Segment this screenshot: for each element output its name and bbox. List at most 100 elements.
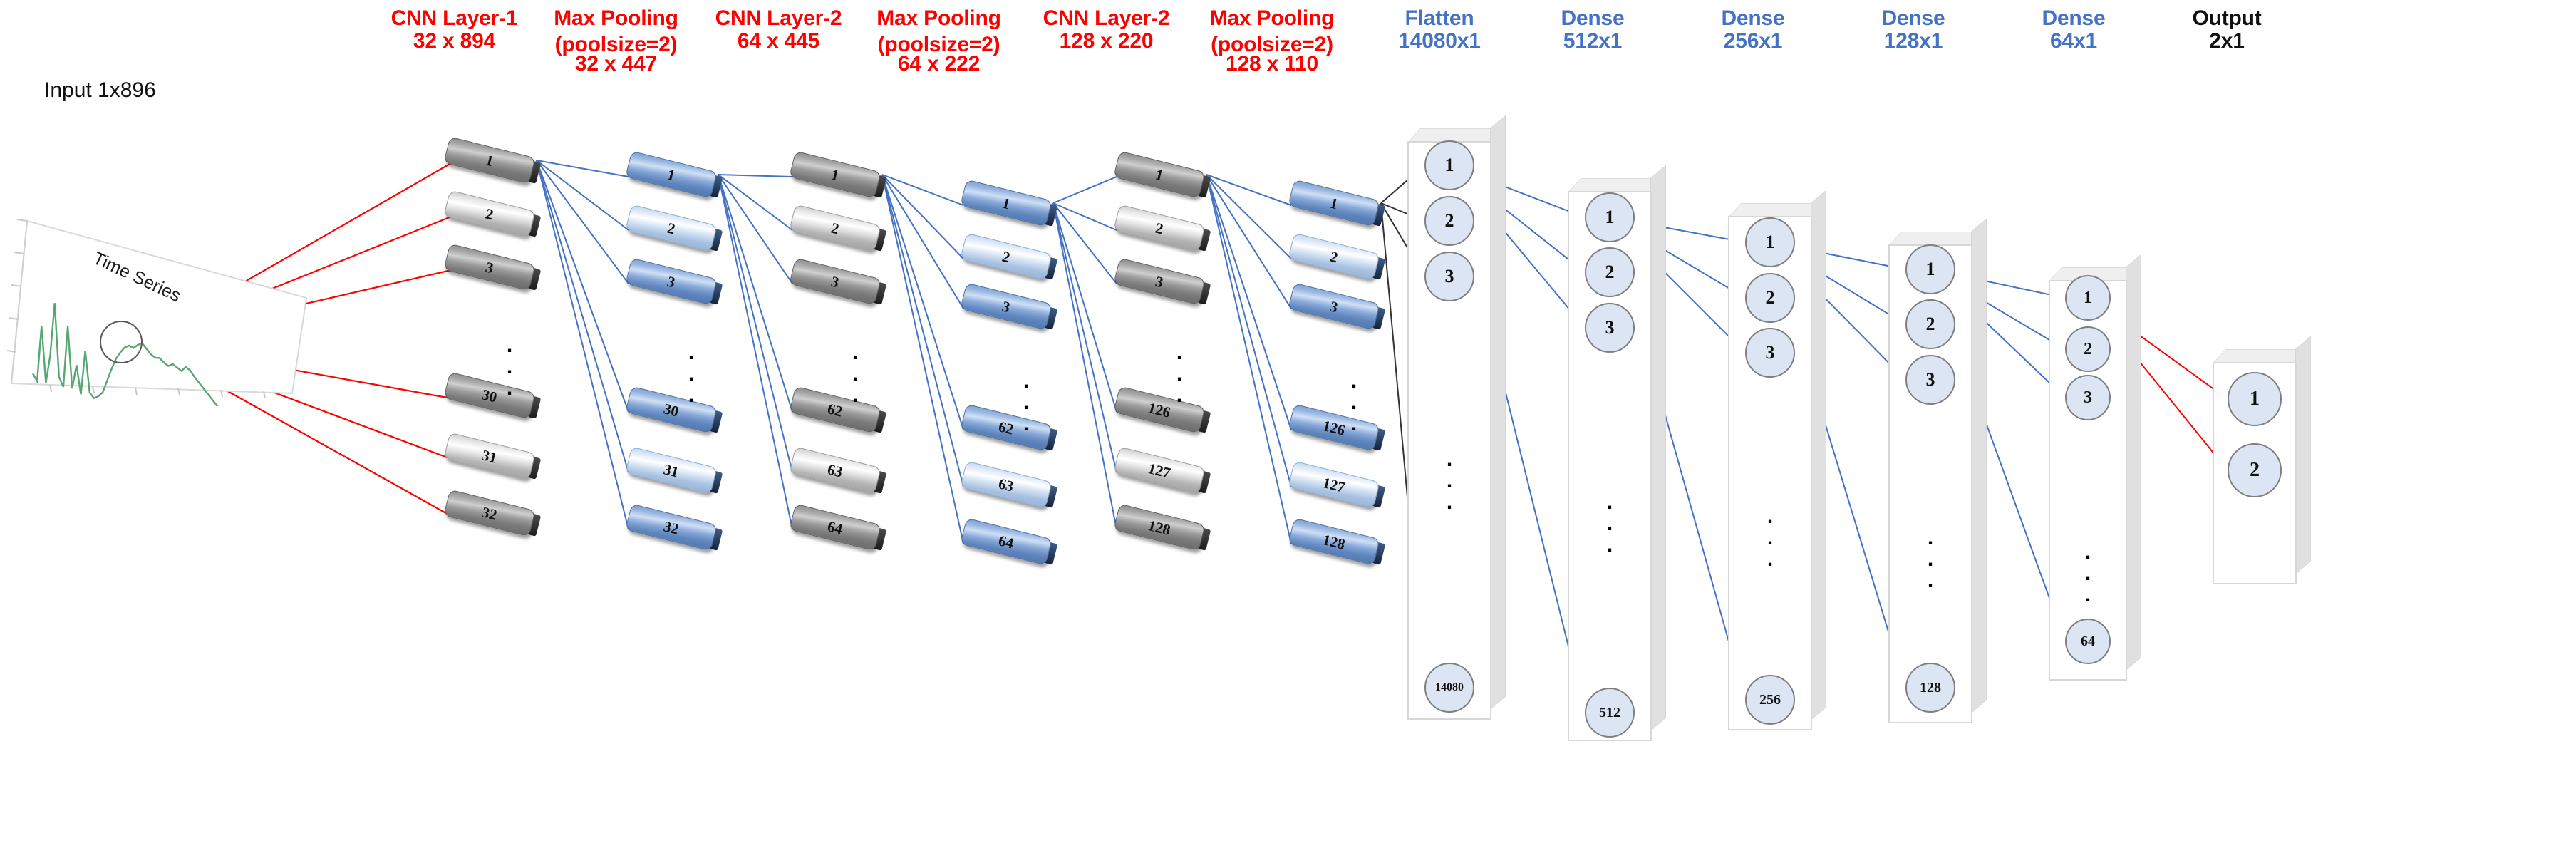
column-title-cnn3: CNN Layer-2 — [1043, 6, 1170, 30]
neuron-index-label: 1 — [1925, 259, 1935, 279]
unit-slab-cnn2-62: 62 — [789, 386, 887, 434]
neuron-index-label: 1 — [2250, 388, 2260, 410]
column-shape-cnn3: 128 x 220 — [1059, 29, 1154, 53]
neuron-dense64-64: 64 — [2065, 619, 2111, 664]
connection-line — [718, 174, 793, 413]
unit-slab-cnn1-1: 1 — [443, 136, 542, 185]
unit-slab-cnn1-3: 3 — [443, 243, 542, 291]
column-shape-cnn2: 64 x 445 — [737, 29, 820, 53]
neuron-index-label: 1 — [1765, 232, 1775, 252]
neuron-index-label: 512 — [1599, 704, 1620, 720]
input-focus-circle — [100, 321, 143, 363]
column-title-dense128: Dense — [1881, 6, 1945, 30]
unit-slab-cnn1-31: 31 — [443, 432, 542, 480]
unit-slab-pool1-31: 31 — [625, 446, 723, 495]
connection-line — [1206, 174, 1292, 430]
neuron-flatten-1: 1 — [1424, 140, 1474, 190]
neuron-flatten-14080: 14080 — [1424, 663, 1474, 713]
unit-slab-pool1-3: 3 — [625, 257, 723, 306]
column-title-dense512: Dense — [1561, 6, 1625, 30]
layer-box-dense256 — [1728, 190, 1826, 730]
ellipsis-dense128: ... — [1927, 526, 1934, 592]
unit-slab-cnn3-127: 127 — [1113, 446, 1211, 495]
connection-line — [881, 174, 964, 206]
unit-slab-pool3-128: 128 — [1288, 517, 1386, 566]
ellipsis-cnn1: ... — [506, 333, 513, 400]
connection-line — [536, 160, 629, 177]
connection-line — [1052, 202, 1117, 473]
connection-line — [1206, 174, 1292, 487]
neuron-index-label: 2 — [2084, 339, 2092, 358]
neuron-index-label: 3 — [1765, 342, 1775, 363]
column-title-output: Output — [2192, 6, 2262, 30]
connection-line — [718, 174, 793, 231]
layer-box-front-face — [1728, 216, 1812, 730]
layer-box-side-face — [2295, 336, 2311, 574]
column-title-cnn1: CNN Layer-1 — [390, 6, 518, 30]
connection-line — [536, 160, 629, 413]
connection-line — [1206, 174, 1292, 544]
unit-slab-cnn3-2: 2 — [1113, 204, 1211, 252]
neuron-dense128-128: 128 — [1905, 663, 1955, 713]
connection-line — [718, 174, 793, 284]
connection-line — [536, 160, 629, 473]
neuron-dense512-3: 3 — [1585, 303, 1635, 353]
connection-line — [1206, 174, 1292, 259]
unit-slab-pool3-126: 126 — [1288, 403, 1386, 452]
unit-slab-cnn3-126: 126 — [1113, 386, 1211, 434]
layer-box-side-face — [1811, 190, 1826, 720]
connection-line — [881, 174, 964, 259]
neuron-index-label: 3 — [1444, 266, 1454, 286]
unit-slab-cnn2-3: 3 — [789, 257, 887, 306]
column-shape-cnn1: 32 x 894 — [413, 29, 496, 53]
connection-line — [1052, 202, 1117, 284]
column-shape-dense512: 512x1 — [1563, 29, 1623, 53]
neuron-output-2: 2 — [2228, 443, 2282, 497]
column-shape-pool2: 64 x 222 — [897, 52, 981, 76]
neuron-index-label: 64 — [2081, 633, 2095, 649]
column-shape-dense256: 256x1 — [1723, 29, 1783, 53]
connection-line — [536, 160, 629, 231]
neuron-index-label: 1 — [2084, 288, 2092, 307]
unit-slab-pool1-1: 1 — [625, 150, 723, 199]
neuron-dense256-256: 256 — [1745, 675, 1795, 725]
ellipsis-dense512: ... — [1606, 490, 1613, 557]
neuron-dense256-1: 1 — [1745, 217, 1795, 267]
ellipsis-cnn3: ... — [1176, 341, 1183, 407]
connection-line — [536, 160, 629, 284]
neuron-output-1: 1 — [2228, 372, 2282, 426]
neuron-index-label: 14080 — [1435, 681, 1464, 693]
ellipsis-flatten: ... — [1446, 448, 1453, 514]
neuron-index-label: 2 — [1605, 262, 1615, 282]
column-title-pool3: Max Pooling (poolsize=2) — [1209, 6, 1335, 56]
neuron-dense256-2: 2 — [1745, 273, 1795, 323]
neuron-dense128-3: 3 — [1905, 355, 1955, 405]
input-label: Input 1x896 — [44, 78, 156, 102]
input-time-series-panel: Time Series — [6, 214, 314, 455]
unit-slab-cnn3-3: 3 — [1113, 257, 1211, 306]
unit-slab-pool2-1: 1 — [960, 179, 1058, 227]
unit-slab-pool1-2: 2 — [625, 204, 723, 252]
neuron-dense256-3: 3 — [1745, 328, 1795, 378]
neuron-dense64-1: 1 — [2065, 275, 2111, 321]
neuron-dense512-2: 2 — [1585, 247, 1635, 297]
unit-slab-pool2-64: 64 — [960, 517, 1058, 566]
neuron-index-label: 2 — [2250, 459, 2260, 481]
connection-line — [536, 160, 629, 530]
column-title-dense256: Dense — [1721, 6, 1785, 30]
column-shape-pool3: 128 x 110 — [1225, 52, 1318, 76]
unit-slab-pool3-2: 2 — [1288, 232, 1386, 281]
connection-line — [718, 174, 793, 177]
unit-slab-cnn2-2: 2 — [789, 204, 887, 252]
neuron-dense64-2: 2 — [2065, 326, 2111, 372]
connection-line — [1206, 174, 1292, 206]
unit-slab-cnn1-2: 2 — [443, 190, 542, 238]
layer-box-side-face — [1650, 165, 1666, 732]
unit-slab-pool3-3: 3 — [1288, 282, 1386, 331]
neuron-index-label: 2 — [1765, 287, 1775, 308]
ellipsis-pool2: ... — [1023, 369, 1030, 435]
unit-slab-pool3-127: 127 — [1288, 460, 1386, 509]
ellipsis-cnn2: ... — [852, 341, 859, 407]
